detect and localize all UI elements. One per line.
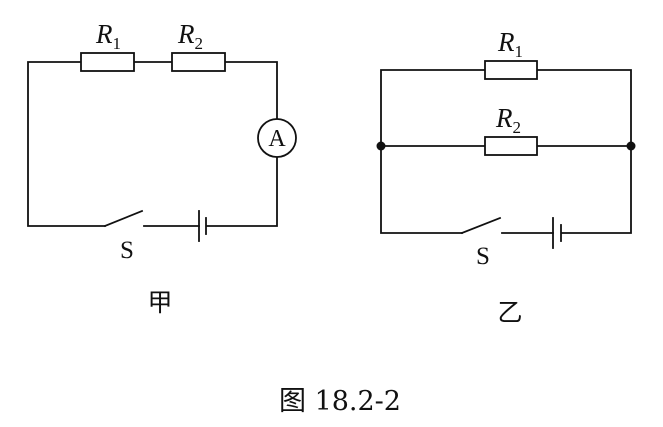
resistor-r1-yi	[484, 60, 538, 80]
label-switch-jia: S	[120, 237, 134, 264]
ammeter-icon: A	[257, 118, 297, 158]
label-r2-yi: R2	[495, 103, 521, 137]
resistor-r1-jia	[80, 52, 135, 72]
circuit-jia: R1 R2 A S 甲	[27, 19, 297, 317]
wire-jia-r2-ammeter	[224, 61, 278, 120]
label-ammeter: A	[268, 126, 286, 152]
wire-yi-left	[380, 69, 486, 234]
resistor-r2-yi	[484, 136, 538, 156]
wire-jia-ammeter-battery	[206, 156, 278, 227]
label-r1-yi: R1	[497, 27, 523, 61]
label-circuit-yi: 乙	[497, 298, 522, 327]
label-switch-yi: S	[476, 243, 490, 270]
label-r1-jia: R1	[95, 19, 121, 53]
switch-icon-jia	[103, 209, 144, 228]
figure-caption: 图 18.2-2	[279, 386, 401, 417]
junction-dot-right	[626, 141, 636, 151]
battery-icon-yi	[552, 217, 562, 249]
switch-icon-yi	[460, 216, 502, 235]
wire-yi-top-right	[536, 69, 632, 234]
label-r2-jia: R2	[177, 19, 203, 53]
junction-dot-left	[376, 141, 386, 151]
battery-icon-jia	[198, 210, 207, 242]
resistor-r2-jia	[171, 52, 226, 72]
circuit-yi: R1 R2 S 乙	[376, 27, 636, 327]
label-circuit-jia: 甲	[147, 288, 172, 317]
wire-jia-left-top	[27, 61, 106, 227]
